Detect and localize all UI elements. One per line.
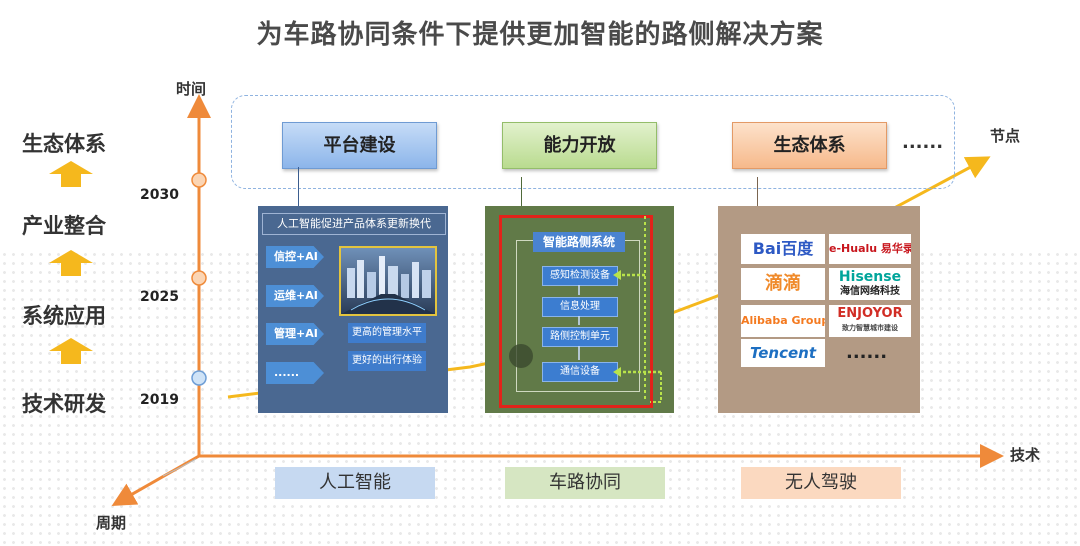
logo-hisense-block: Hisense 海信网络科技 (829, 268, 911, 300)
bottom-autonomous: 无人驾驶 (741, 467, 901, 499)
chevron-more: ...... (266, 362, 324, 384)
step-processing: 信息处理 (542, 297, 618, 317)
system-title: 智能路侧系统 (533, 232, 625, 252)
panel-ai-header: 人工智能促进产品体系更新换代 (262, 213, 446, 235)
logo-hisense-sub: 海信网络科技 (840, 286, 900, 297)
x-axis-label: 技术 (1010, 446, 1041, 464)
step-control: 路侧控制单元 (542, 327, 618, 347)
future-group-frame (231, 95, 955, 189)
bottom-ai: 人工智能 (275, 467, 435, 499)
chevron-mgmt-ai: 管理+AI (266, 323, 324, 345)
year-2030: 2030 (140, 187, 179, 203)
logo-alibaba: Alibaba Group (741, 305, 825, 337)
stage-research: 技术研发 (22, 392, 106, 416)
y-axis-label: 时间 (176, 80, 207, 98)
logo-ehualu: e-Hualu 易华录 (829, 234, 911, 264)
year-2025: 2025 (140, 289, 179, 305)
top-box-platform: 平台建设 (282, 122, 437, 169)
logo-enjoyor-sub: 致力智慧城市建设 (842, 324, 898, 332)
box-experience: 更好的出行体验 (348, 351, 426, 371)
box-management: 更高的管理水平 (348, 323, 426, 343)
bottom-v2x: 车路协同 (505, 467, 665, 499)
z-axis-label: 周期 (96, 514, 127, 532)
stage-industry: 产业整合 (22, 214, 106, 238)
up-arrow-icon (49, 338, 93, 364)
highlight-frame (499, 215, 653, 408)
top-box-ecosystem: 生态体系 (732, 122, 887, 169)
node-2019 (191, 370, 207, 386)
logo-baidu: Bai百度 (741, 234, 825, 264)
logos-more: ...... (846, 342, 888, 363)
chevron-signal-ai: 信控+AI (266, 246, 324, 268)
top-box-capability: 能力开放 (502, 122, 657, 169)
leader-1a (180, 458, 197, 468)
leader-1b (162, 466, 182, 477)
logo-didi: 滴滴 (741, 268, 825, 300)
up-arrow-icon (49, 161, 93, 187)
page-title: 为车路协同条件下提供更加智能的路侧解决方案 (256, 20, 824, 50)
node-label: 节点 (990, 127, 1021, 145)
node-2025 (191, 270, 207, 286)
up-arrow-icon (49, 250, 93, 276)
flow-arrows (509, 216, 662, 403)
stage-application: 系统应用 (22, 304, 106, 328)
top-more: ...... (902, 132, 944, 153)
year-2019: 2019 (140, 392, 179, 408)
logo-enjoyor-block: ENJOYOR 致力智慧城市建设 (829, 305, 911, 337)
logo-hisense: Hisense (838, 269, 902, 285)
stage-ecosystem: 生态体系 (22, 132, 106, 156)
logo-tencent: Tencent (741, 339, 825, 367)
z-axis (111, 454, 200, 506)
chevron-ops-ai: 运维+AI (266, 285, 324, 307)
city-image (339, 246, 437, 316)
logo-enjoyor: ENJOYOR (837, 306, 903, 321)
node-2030 (191, 172, 207, 188)
